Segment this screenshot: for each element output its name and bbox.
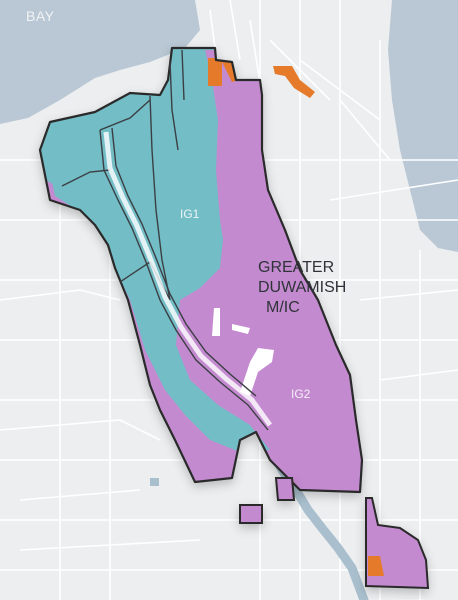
south-parcel-2 <box>274 477 296 501</box>
zone-orange-north <box>208 58 222 86</box>
bay-label: BAY <box>26 8 55 24</box>
zone-ig2-north-fill <box>205 50 262 260</box>
zone-ig2-label: IG2 <box>291 387 311 401</box>
zone-orange-pier <box>273 66 315 98</box>
pond-water <box>150 478 159 486</box>
district-label-line-3: M/IC <box>266 299 300 316</box>
bay-water <box>0 0 200 124</box>
district-label-line-1: GREATER <box>258 259 335 276</box>
internal-lines <box>61 49 269 431</box>
highway-corridor <box>103 131 273 427</box>
lake-water <box>388 0 458 252</box>
south-area <box>239 477 430 590</box>
district-label-line-2: DUWAMISH <box>258 279 347 296</box>
inholding-2 <box>232 324 250 334</box>
south-parcel-1 <box>239 504 263 524</box>
inholding-3 <box>240 348 274 396</box>
south-orange <box>368 556 384 576</box>
inholding-1 <box>212 308 220 336</box>
district-label: GREATER DUWAMISH M/IC <box>258 258 346 318</box>
district-boundary <box>38 46 364 494</box>
zone-ig1-label: IG1 <box>180 207 200 221</box>
